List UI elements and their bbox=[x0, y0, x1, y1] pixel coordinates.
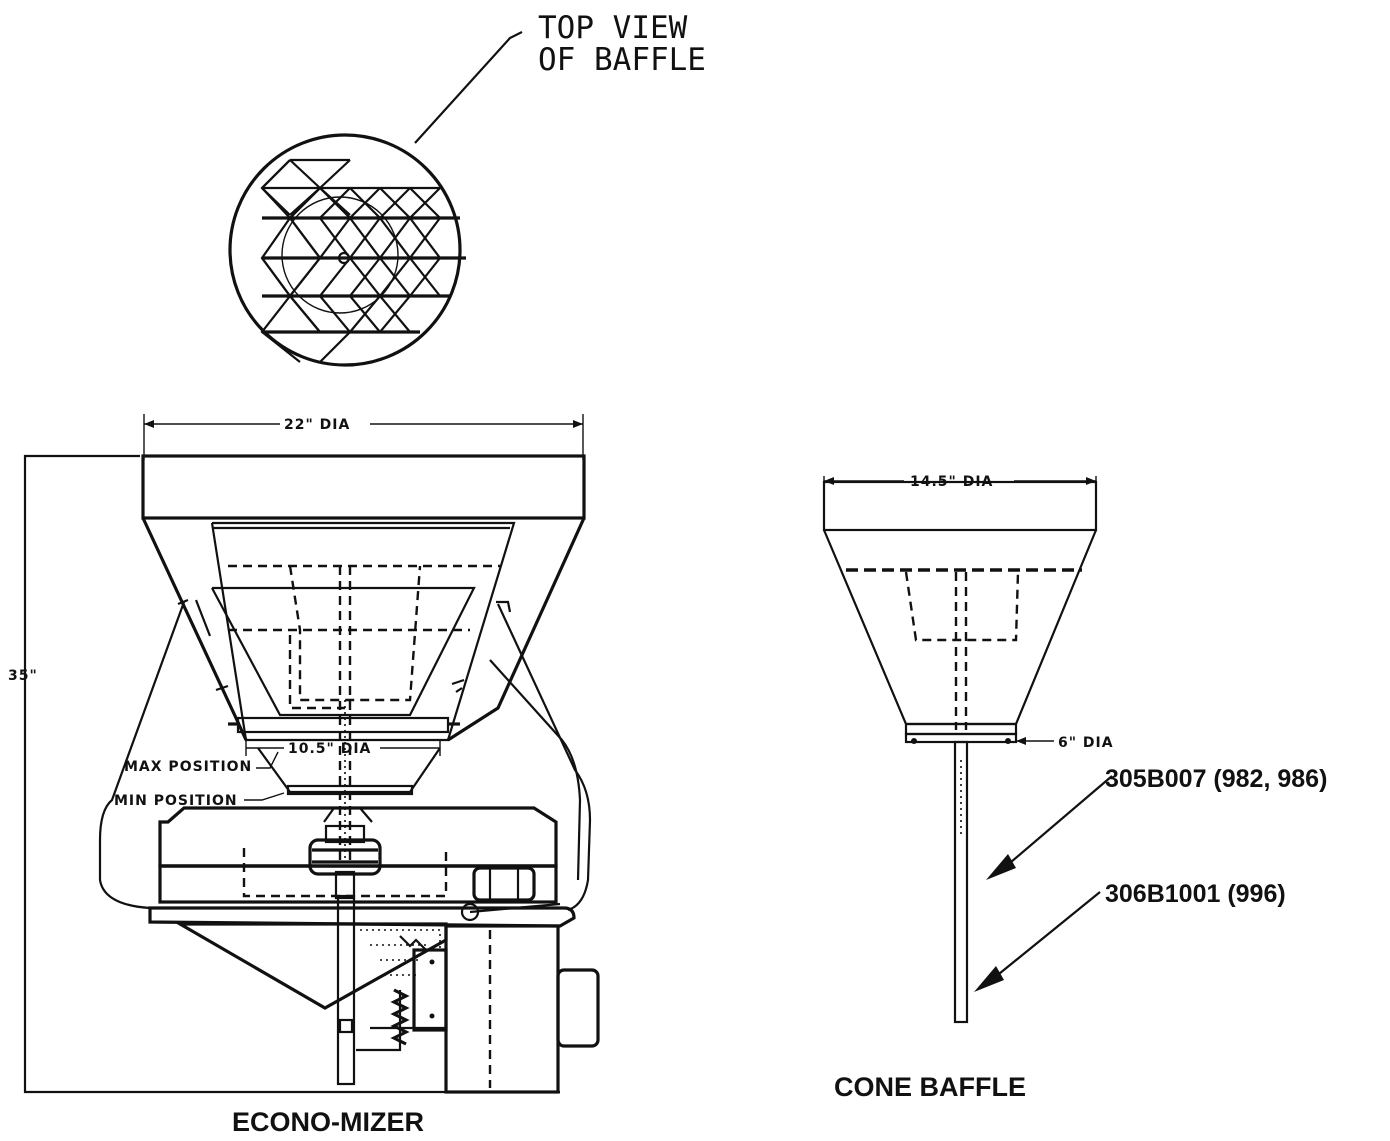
cone-baffle-drawing: 14.5" DIA 6" DIA 305B007 (982, 986) 306B… bbox=[822, 474, 1327, 1102]
cone-body bbox=[822, 529, 1098, 726]
baffle-mesh bbox=[260, 158, 466, 363]
gear-box bbox=[444, 924, 600, 1094]
baffle-top-view-circle bbox=[228, 133, 462, 367]
econo-dim-height-label: 35" bbox=[8, 668, 38, 684]
part-number-305b007: 305B007 (982, 986) bbox=[1105, 765, 1327, 793]
top-view-label-line1: TOP VIEW bbox=[538, 10, 688, 46]
econo-mizer-title: ECONO-MIZER bbox=[232, 1107, 424, 1137]
cone-outlet-ring bbox=[904, 722, 1018, 736]
hopper-inner-cone bbox=[210, 521, 516, 742]
econo-mizer-drawing: 22" DIA 35" 10.5" DIA MAX PO bbox=[8, 414, 600, 1137]
econo-mizer-frame bbox=[23, 454, 560, 1094]
hopper-outlet-ring bbox=[236, 716, 450, 734]
drive-shaft bbox=[336, 894, 356, 1086]
cone-shaft bbox=[953, 740, 969, 1024]
arrow-305b007 bbox=[986, 854, 1016, 880]
platform-body bbox=[158, 864, 558, 904]
top-view-of-baffle: TOP VIEW OF BAFFLE bbox=[228, 10, 706, 367]
baffle-upper-cone bbox=[211, 586, 476, 717]
right-support-arm bbox=[497, 603, 592, 912]
hopper-top-band bbox=[141, 454, 586, 520]
econo-dim-bottom-label: 10.5" DIA bbox=[288, 741, 371, 757]
max-position-label: MAX POSITION bbox=[124, 759, 252, 775]
center-hub bbox=[308, 807, 382, 900]
top-view-label-line2: OF BAFFLE bbox=[538, 42, 706, 78]
cone-dim-bottom-label: 6" DIA bbox=[1058, 735, 1114, 751]
platform-top bbox=[158, 806, 558, 868]
cone-top-band bbox=[822, 480, 1098, 532]
baffle-lower-cone bbox=[257, 747, 441, 794]
min-position-label: MIN POSITION bbox=[114, 793, 238, 809]
hopper-outer-cone-right bbox=[447, 517, 586, 742]
part-number-306b1001: 306B1001 (996) bbox=[1105, 880, 1286, 908]
top-view-leader-line bbox=[414, 31, 523, 144]
arrow-306b1001 bbox=[974, 966, 1004, 992]
drive-motor-block bbox=[472, 866, 536, 902]
cone-baffle-title: CONE BAFFLE bbox=[834, 1072, 1026, 1102]
left-support-arm bbox=[98, 601, 186, 910]
support-rail bbox=[148, 906, 576, 928]
econo-dim-top-label: 22" DIA bbox=[284, 417, 350, 433]
